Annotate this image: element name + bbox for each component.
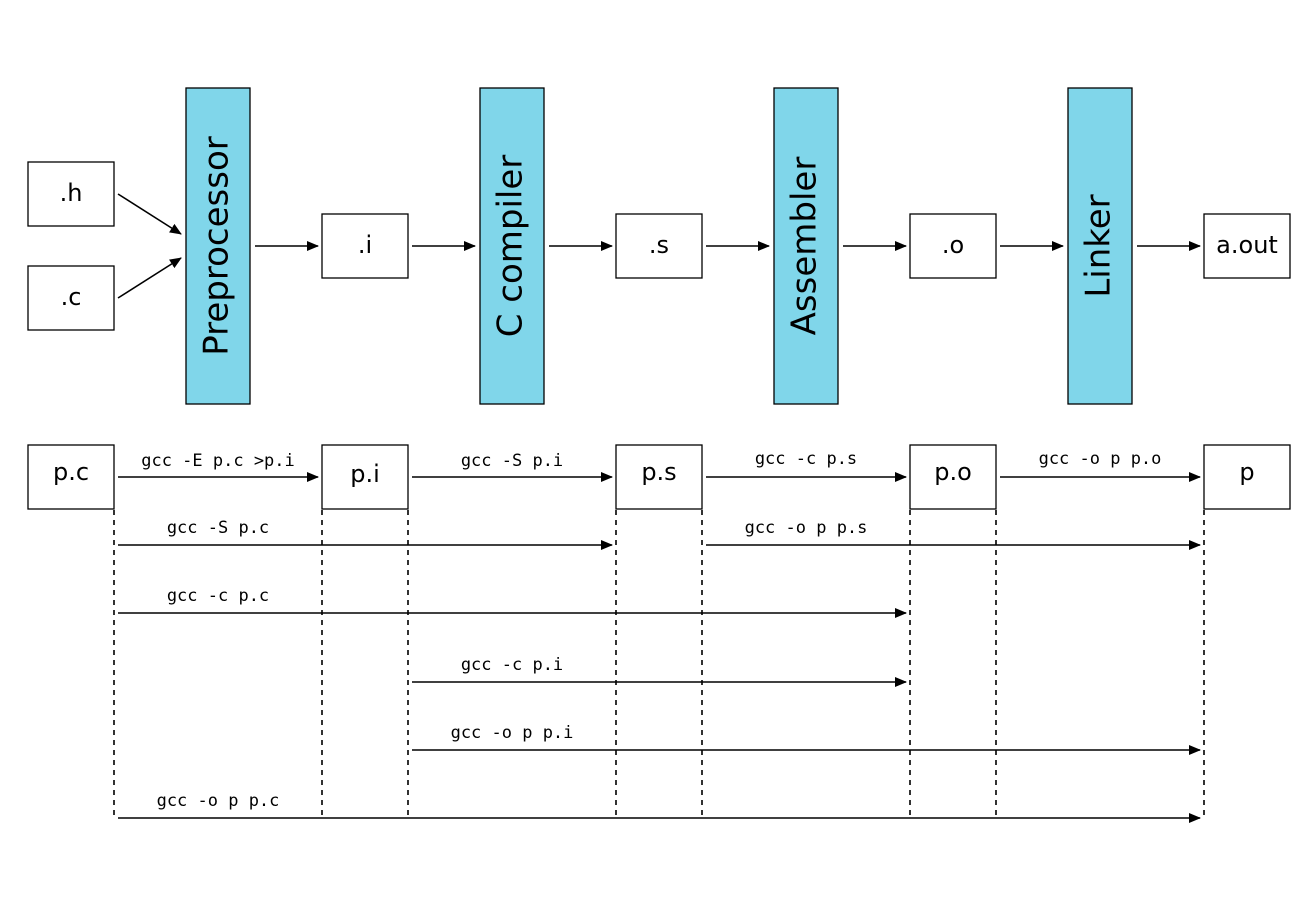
artifact-aout-label: a.out (1216, 231, 1278, 259)
stage-c-compiler-label: C compiler (491, 155, 531, 338)
cmd-file-pi: p.i (321, 444, 409, 510)
cmd-file-p-label: p (1239, 458, 1254, 486)
label-pi-to-po: gcc -c p.i (461, 655, 563, 675)
artifact-s: .s (615, 213, 703, 279)
cmd-file-pc: p.c (27, 444, 115, 510)
stage-c-compiler: C compiler (479, 87, 545, 405)
source-file-h-label: .h (60, 179, 83, 207)
label-po-to-p: gcc -o p p.o (1039, 449, 1162, 469)
label-pi-to-ps: gcc -S p.i (461, 451, 563, 471)
pipeline-section: .h .c Preprocessor C compiler Assembler … (27, 87, 1291, 405)
arrow-h-to-preprocessor (117, 193, 182, 235)
stage-preprocessor-label: Preprocessor (197, 136, 237, 356)
stage-assembler-label: Assembler (785, 157, 825, 336)
cmd-file-po: p.o (909, 444, 997, 510)
label-ps-to-p: gcc -o p p.s (745, 518, 868, 538)
source-file-c-label: .c (61, 283, 82, 311)
label-pc-to-p: gcc -o p p.c (157, 791, 280, 811)
stage-assembler: Assembler (773, 87, 839, 405)
artifact-aout: a.out (1203, 213, 1291, 279)
source-file-h: .h (27, 161, 115, 227)
cmd-file-po-label: p.o (934, 458, 972, 486)
artifact-o: .o (909, 213, 997, 279)
cmd-file-pc-label: p.c (53, 458, 89, 486)
artifact-s-label: .s (649, 231, 669, 259)
cmd-file-p: p (1203, 444, 1291, 510)
cmd-file-ps-label: p.s (641, 458, 676, 486)
label-ps-to-po: gcc -c p.s (755, 449, 857, 469)
cmd-file-ps: p.s (615, 444, 703, 510)
label-pc-to-pi: gcc -E p.c >p.i (141, 451, 295, 471)
stage-linker: Linker (1067, 87, 1133, 405)
stage-preprocessor: Preprocessor (185, 87, 251, 405)
stage-linker-label: Linker (1079, 194, 1119, 297)
label-pi-to-p: gcc -o p p.i (451, 723, 574, 743)
label-pc-to-po: gcc -c p.c (167, 586, 269, 606)
commands-section: p.c p.i p.s p.o p gcc -E p.c >p.i (27, 444, 1291, 823)
cmd-file-pi-label: p.i (350, 460, 380, 488)
arrow-c-to-preprocessor (117, 257, 182, 299)
artifact-i-label: .i (358, 231, 372, 259)
source-file-c: .c (27, 265, 115, 331)
artifact-i: .i (321, 213, 409, 279)
artifact-o-label: .o (942, 231, 964, 259)
label-pc-to-ps: gcc -S p.c (167, 518, 269, 538)
